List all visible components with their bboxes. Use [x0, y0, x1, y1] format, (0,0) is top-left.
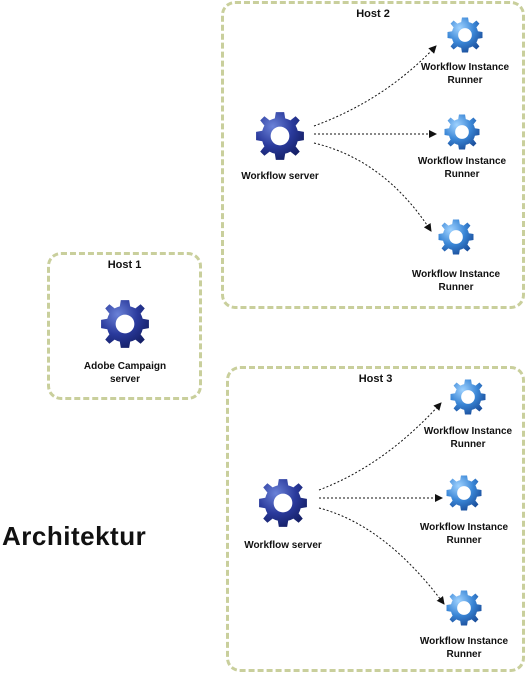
host-3-runner-1: Workflow Instance Runner	[408, 378, 527, 451]
host-3-runner-1-label: Workflow Instance Runner	[423, 426, 513, 450]
host-2-workflow-server-node: Workflow server	[230, 110, 330, 183]
arrow-host2-runner1	[313, 45, 437, 127]
host-3-workflow-server-label: Workflow server	[244, 540, 322, 551]
host-3-workflow-server-node: Workflow server	[233, 477, 333, 552]
adobe-campaign-server-node: Adobe Campaign server	[70, 298, 180, 386]
gear-icon	[259, 479, 307, 527]
gear-icon	[447, 17, 483, 53]
host-3-runner-3-label: Workflow Instance Runner	[419, 636, 509, 660]
host-1-box: Host 1	[47, 252, 202, 400]
arrow-host2-runner3	[313, 142, 432, 232]
host-3-runner-2-label: Workflow Instance Runner	[419, 522, 509, 546]
host-1-label: Host 1	[107, 259, 142, 271]
host-2-box: Host 2	[221, 1, 525, 309]
arrow-host3-runner1	[318, 402, 442, 491]
host-3-label: Host 3	[358, 373, 393, 385]
host-2-runner-2-label: Workflow Instance Runner	[417, 156, 507, 180]
host-2-runner-3: Workflow Instance Runner	[396, 218, 516, 294]
host-2-runner-3-label: Workflow Instance Runner	[411, 269, 501, 293]
gear-icon	[438, 219, 474, 255]
host-2-label: Host 2	[356, 8, 390, 20]
host-2-workflow-server-label: Workflow server	[241, 171, 319, 182]
adobe-campaign-server-label: Adobe Campaign server	[83, 361, 167, 385]
gear-icon	[446, 590, 482, 626]
gear-icon	[446, 475, 482, 511]
host-2-runner-1-label: Workflow Instance Runner	[420, 62, 510, 86]
gear-icon	[450, 379, 486, 415]
gear-icon	[256, 112, 304, 160]
host-3-runner-2: Workflow Instance Runner	[404, 474, 524, 547]
host-2-runner-1: Workflow Instance Runner	[405, 16, 525, 87]
gear-icon	[101, 300, 149, 348]
page-title: Architektur	[2, 521, 147, 551]
gear-icon	[444, 114, 480, 150]
host-2-runner-2: Workflow Instance Runner	[402, 113, 522, 181]
arrow-host3-runner3	[318, 507, 445, 605]
host-3-box: Host 3	[226, 366, 525, 672]
host-3-runner-3: Workflow Instance Runner	[404, 589, 524, 661]
